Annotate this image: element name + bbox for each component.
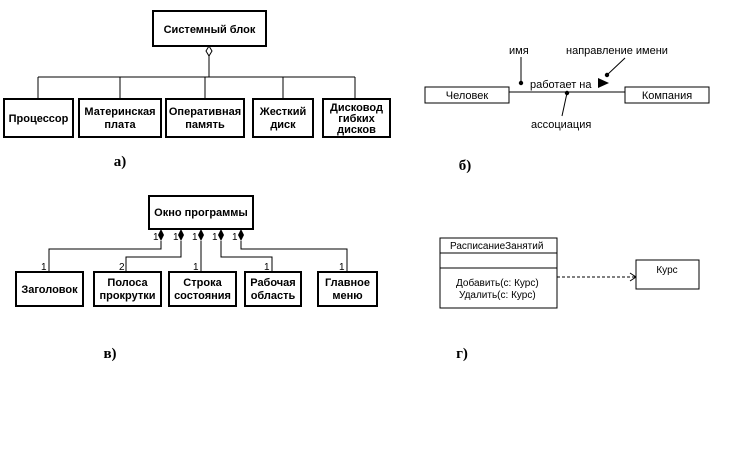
label-association: ассоциация	[531, 119, 591, 131]
diagram-a: Системный блок Процессор Материнская пла…	[3, 10, 391, 170]
class-ram	[165, 98, 245, 138]
link-mainmenu	[240, 241, 348, 272]
part-mult-title: 1	[41, 262, 47, 273]
class-processor	[3, 98, 74, 138]
diagram-b: Человек Компания работает на имя направл…	[424, 45, 710, 174]
caption-g: г)	[456, 346, 468, 362]
class-title	[15, 271, 84, 307]
class-workarea	[244, 271, 302, 307]
root-mult-4: 1	[212, 232, 218, 243]
class-ram-label-2: память	[185, 119, 225, 131]
class-hdd-label-2: диск	[270, 119, 296, 131]
class-floppy-label-2: гибких	[338, 113, 375, 125]
class-title-label: Заголовок	[21, 284, 78, 296]
diagram-g: РасписаниеЗанятий Добавить(с: Курс) Удал…	[439, 237, 700, 362]
class-statusbar	[168, 271, 237, 307]
part-mult-scrollbar: 2	[119, 262, 125, 273]
class-statusbar-label-2: состояния	[174, 290, 231, 302]
diagram-v: Окно программы 1 1 1 1 1 1 2 1 1 1 Загол…	[15, 195, 378, 362]
class-mainmenu	[317, 271, 378, 307]
class-schedule	[439, 237, 558, 309]
class-person-label: Человек	[446, 90, 489, 102]
class-workarea-label-2: область	[251, 290, 296, 302]
class-scrollbar-label-2: прокрутки	[99, 290, 155, 302]
part-mult-statusbar: 1	[193, 262, 199, 273]
root-mult-5: 1	[232, 232, 238, 243]
class-processor-label: Процессор	[9, 113, 69, 125]
composition-diamond-4	[218, 229, 224, 241]
root-mult-1: 1	[153, 232, 159, 243]
part-mult-workarea: 1	[264, 262, 270, 273]
caption-v: в)	[103, 346, 116, 362]
class-scrollbar	[93, 271, 162, 307]
association-name: работает на	[530, 79, 592, 91]
root-mult-2: 1	[173, 232, 179, 243]
link-title	[48, 241, 162, 272]
class-mainmenu-label-2: меню	[332, 290, 362, 302]
composition-diamond-3	[198, 229, 204, 241]
class-motherboard-label-2: плата	[104, 119, 136, 131]
operation-remove: Удалить(с: Курс)	[459, 290, 536, 301]
composition-diamond-1	[158, 229, 164, 241]
link-scrollbar	[125, 241, 182, 272]
class-company	[624, 86, 710, 104]
aggregation-diamond	[205, 45, 213, 57]
class-program-window	[148, 195, 254, 230]
class-company-label: Компания	[642, 90, 692, 102]
part-mult-mainmenu: 1	[339, 262, 345, 273]
class-floppy	[322, 98, 391, 138]
label-name: имя	[509, 45, 529, 57]
class-ram-label-1: Оперативная	[169, 106, 241, 118]
root-mult-3: 1	[192, 232, 198, 243]
class-scrollbar-label-1: Полоса	[107, 277, 148, 289]
composition-diamond-5	[238, 229, 244, 241]
class-schedule-name: РасписаниеЗанятий	[450, 241, 543, 252]
caption-a: а)	[114, 154, 127, 170]
class-motherboard	[78, 98, 162, 138]
class-system-unit	[152, 10, 267, 47]
class-workarea-label-1: Рабочая	[250, 277, 295, 289]
class-floppy-label-3: дисков	[337, 124, 376, 136]
class-course-label: Курс	[656, 265, 677, 276]
class-program-window-label: Окно программы	[154, 207, 248, 219]
class-hdd-label-1: Жесткий	[259, 106, 306, 118]
direction-pointer-line	[606, 57, 626, 76]
composition-diamond-2	[178, 229, 184, 241]
caption-b: б)	[459, 158, 472, 174]
class-course	[635, 259, 700, 290]
class-statusbar-label-1: Строка	[183, 277, 222, 289]
link-workarea	[220, 241, 273, 272]
class-mainmenu-label-1: Главное	[325, 277, 370, 289]
class-motherboard-label-1: Материнская	[84, 106, 155, 118]
class-person	[424, 86, 510, 104]
label-direction: направление имени	[566, 45, 668, 57]
name-direction-arrow	[598, 78, 609, 88]
class-system-unit-label: Системный блок	[164, 24, 256, 36]
class-floppy-label-1: Дисковод	[330, 102, 383, 114]
operation-add: Добавить(с: Курс)	[456, 277, 539, 289]
association-pointer-line	[561, 92, 568, 117]
class-hdd	[252, 98, 314, 138]
